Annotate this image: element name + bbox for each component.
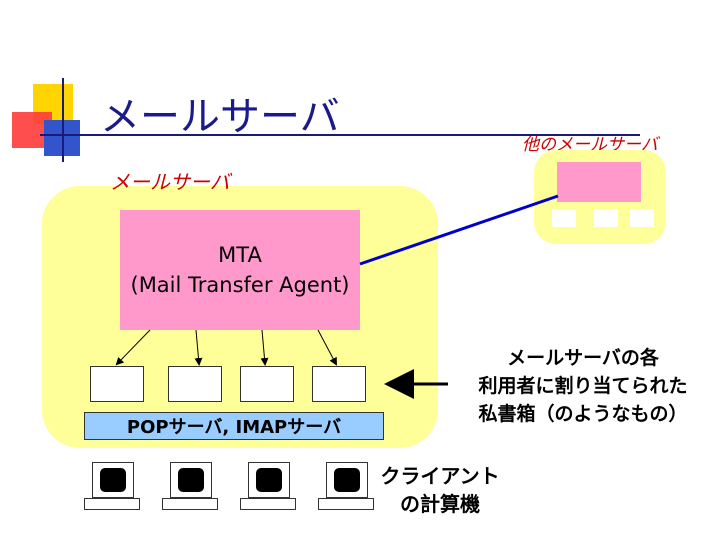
mailbox <box>168 366 222 402</box>
mta-box: MTA (Mail Transfer Agent) <box>120 210 360 330</box>
mailbox <box>312 366 366 402</box>
slide-title: メールサーバ <box>100 94 340 140</box>
other-mail-server-mailbox <box>630 209 654 227</box>
mailbox-note-line: 利用者に割り当てられた <box>478 375 688 397</box>
mailbox-note-line: 私書箱（のようなもの） <box>478 403 688 425</box>
other-mail-server-mta <box>557 162 641 202</box>
client-computer-label-line: の計算機 <box>400 492 480 516</box>
mta-full-name: (Mail Transfer Agent) <box>130 273 350 297</box>
client-computer-monitor-icon <box>326 462 368 498</box>
mailbox-note: メールサーバの各 利用者に割り当てられた 私書箱（のようなもの） <box>448 344 718 428</box>
client-computer-label-line: クライアント <box>380 464 500 488</box>
mailbox-note-line: メールサーバの各 <box>507 347 659 369</box>
mailbox <box>90 366 144 402</box>
mta-to-other-server-line <box>359 194 559 266</box>
client-computer-monitor-icon <box>170 462 212 498</box>
client-computer-monitor-icon <box>92 462 134 498</box>
client-computer-label: クライアント の計算機 <box>380 462 500 518</box>
mta-name: MTA <box>218 243 262 267</box>
client-computer-keyboard-icon <box>84 498 140 510</box>
client-computer-keyboard-icon <box>318 498 374 510</box>
client-computer-keyboard-icon <box>240 498 296 510</box>
mta-to-mailbox-arrow <box>317 329 337 366</box>
mail-server-label: メールサーバ <box>110 170 230 194</box>
title-decoration-vertical-line <box>62 78 64 162</box>
pop-imap-server-label: POPサーバ, IMAPサーバ <box>84 412 384 440</box>
client-computer-monitor-icon <box>248 462 290 498</box>
mta-to-mailbox-arrow <box>115 329 151 366</box>
mta-to-mailbox-arrow <box>194 329 203 366</box>
title-underline <box>40 134 640 136</box>
client-computer-keyboard-icon <box>162 498 218 510</box>
other-mail-server-mailbox <box>552 209 576 227</box>
mailbox <box>240 366 294 402</box>
other-mail-server-mailbox <box>594 209 618 227</box>
mta-to-mailbox-arrow <box>260 329 269 366</box>
